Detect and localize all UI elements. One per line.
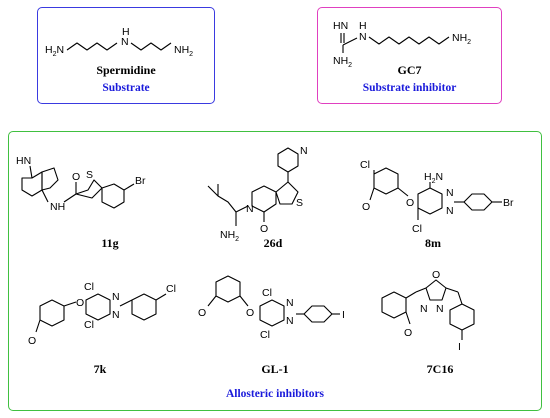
compound-26d-structure: N S N O NH2 xyxy=(207,145,308,243)
atom-label-n1: N xyxy=(112,291,120,303)
compound-8m-structure: Cl O O H2N N N Cl Br xyxy=(360,159,514,235)
atom-label-cl2: Cl xyxy=(412,223,422,235)
atom-label-o-methoxy: O xyxy=(404,327,412,339)
atom-label-br: Br xyxy=(135,175,146,187)
atom-label-o: O xyxy=(246,307,254,319)
atom-label-nh: NH xyxy=(50,201,65,213)
atom-label-i: I xyxy=(342,309,345,321)
atom-label-i: I xyxy=(458,341,461,353)
atom-label-cl2: Cl xyxy=(260,329,270,341)
spermidine-structure: H2N N H NH2 xyxy=(45,26,193,58)
atom-label-n2: N xyxy=(286,315,294,327)
compound-11g-label: 11g xyxy=(101,236,119,250)
atom-label-nh-h: H xyxy=(122,26,130,38)
compound-8m-label: 8m xyxy=(425,236,441,250)
gc7-name: GC7 xyxy=(397,63,422,77)
atom-label-nh2: NH2 xyxy=(220,229,239,243)
compound-11g-structure: HN NH O S Br xyxy=(16,155,146,213)
atom-label-o: O xyxy=(76,297,84,309)
atom-label-cl: Cl xyxy=(262,287,272,299)
gc7-structure: HN N H NH2 NH2 xyxy=(333,20,471,69)
compound-gl1-structure: O O Cl Cl N N I xyxy=(198,275,345,341)
compound-7c16-label: 7C16 xyxy=(426,362,454,376)
atom-label-o-methoxy: O xyxy=(198,307,206,319)
atom-label-n1: N xyxy=(446,187,454,199)
atom-label-nh2: NH2 xyxy=(452,32,471,46)
atom-label-n2: N xyxy=(112,309,120,321)
atom-label-br: Br xyxy=(503,197,514,209)
atom-label-o: O xyxy=(72,171,80,183)
substrate-inhibitor-caption: Substrate inhibitor xyxy=(362,82,457,94)
compound-26d-label: 26d xyxy=(263,236,283,250)
spermidine-name: Spermidine xyxy=(96,63,156,77)
atom-label-o: O xyxy=(432,269,440,281)
atom-label-n2: N xyxy=(246,203,254,215)
atom-label-nh2-bottom: NH2 xyxy=(333,55,352,69)
atom-label-h2n: H2N xyxy=(424,171,443,185)
atom-label-nh2: NH2 xyxy=(174,44,193,58)
atom-label-n1: N xyxy=(420,303,428,315)
allosteric-caption: Allosteric inhibitors xyxy=(225,388,325,400)
atom-label-cl3: Cl xyxy=(166,283,176,295)
atom-label-h2n: H2N xyxy=(45,44,64,58)
atom-label-nh-h: H xyxy=(359,20,367,32)
atom-label-n1: N xyxy=(286,297,294,309)
atom-label-o-methoxy: O xyxy=(362,201,370,213)
atom-label-n2: N xyxy=(446,205,454,217)
substrate-caption: Substrate xyxy=(102,82,150,94)
atom-label-cl: Cl xyxy=(84,281,94,293)
atom-label-cl: Cl xyxy=(360,159,370,171)
atom-label-o-methoxy: O xyxy=(28,335,36,347)
atom-label-s: S xyxy=(86,169,93,181)
allosteric-box xyxy=(8,131,542,411)
atom-label-n: N xyxy=(359,31,367,43)
atom-label-n2: N xyxy=(436,303,444,315)
atom-label-o: O xyxy=(260,223,268,235)
compound-gl1-label: GL-1 xyxy=(261,362,289,376)
compound-7k-label: 7k xyxy=(93,362,107,376)
atom-label-nh: N xyxy=(121,36,129,48)
substrate-box xyxy=(37,7,215,104)
compound-7c16-structure: O O N N I xyxy=(381,269,475,353)
atom-label-hn: HN xyxy=(16,155,31,167)
atom-label-s: S xyxy=(296,197,303,209)
compound-7k-structure: O O Cl Cl N N Cl xyxy=(28,281,176,347)
atom-label-o: O xyxy=(406,197,414,209)
atom-label-cl2: Cl xyxy=(84,319,94,331)
atom-label-n: N xyxy=(300,145,308,157)
substrate-inhibitor-box xyxy=(317,7,502,104)
atom-label-hn: HN xyxy=(333,20,348,32)
